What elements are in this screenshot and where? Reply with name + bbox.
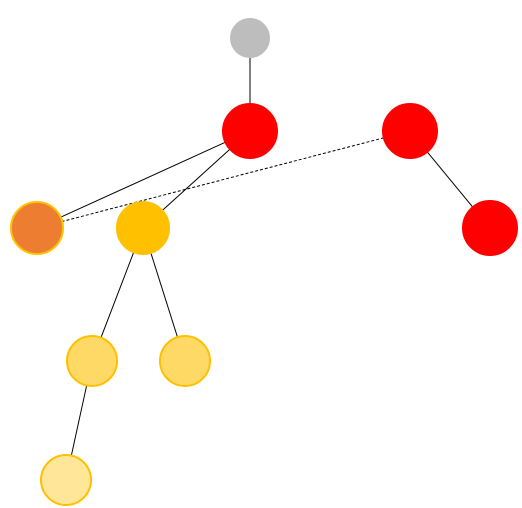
- node-red-right: [382, 103, 438, 159]
- edge-gold-center-to-light-gold-left: [100, 252, 135, 338]
- node-light-gold-right: [159, 335, 211, 387]
- edge-red-right-to-orange-left: [62, 137, 384, 222]
- node-pale-gold-bottom: [40, 454, 92, 506]
- node-orange-left: [10, 201, 64, 255]
- nodes-layer: [10, 18, 518, 506]
- edges-layer: [60, 57, 474, 456]
- edge-gold-center-to-light-gold-right: [150, 252, 178, 338]
- edge-red-center-to-orange-left: [60, 141, 226, 218]
- edge-red-right-to-red-far-right: [426, 151, 474, 208]
- edge-red-center-to-gold-center: [161, 148, 231, 211]
- node-red-center: [222, 103, 278, 159]
- edge-light-gold-left-to-pale-gold-bottom: [70, 385, 88, 456]
- node-gold-center: [116, 201, 170, 255]
- node-light-gold-left: [66, 335, 118, 387]
- node-red-far-right: [462, 200, 518, 256]
- node-root: [230, 18, 270, 58]
